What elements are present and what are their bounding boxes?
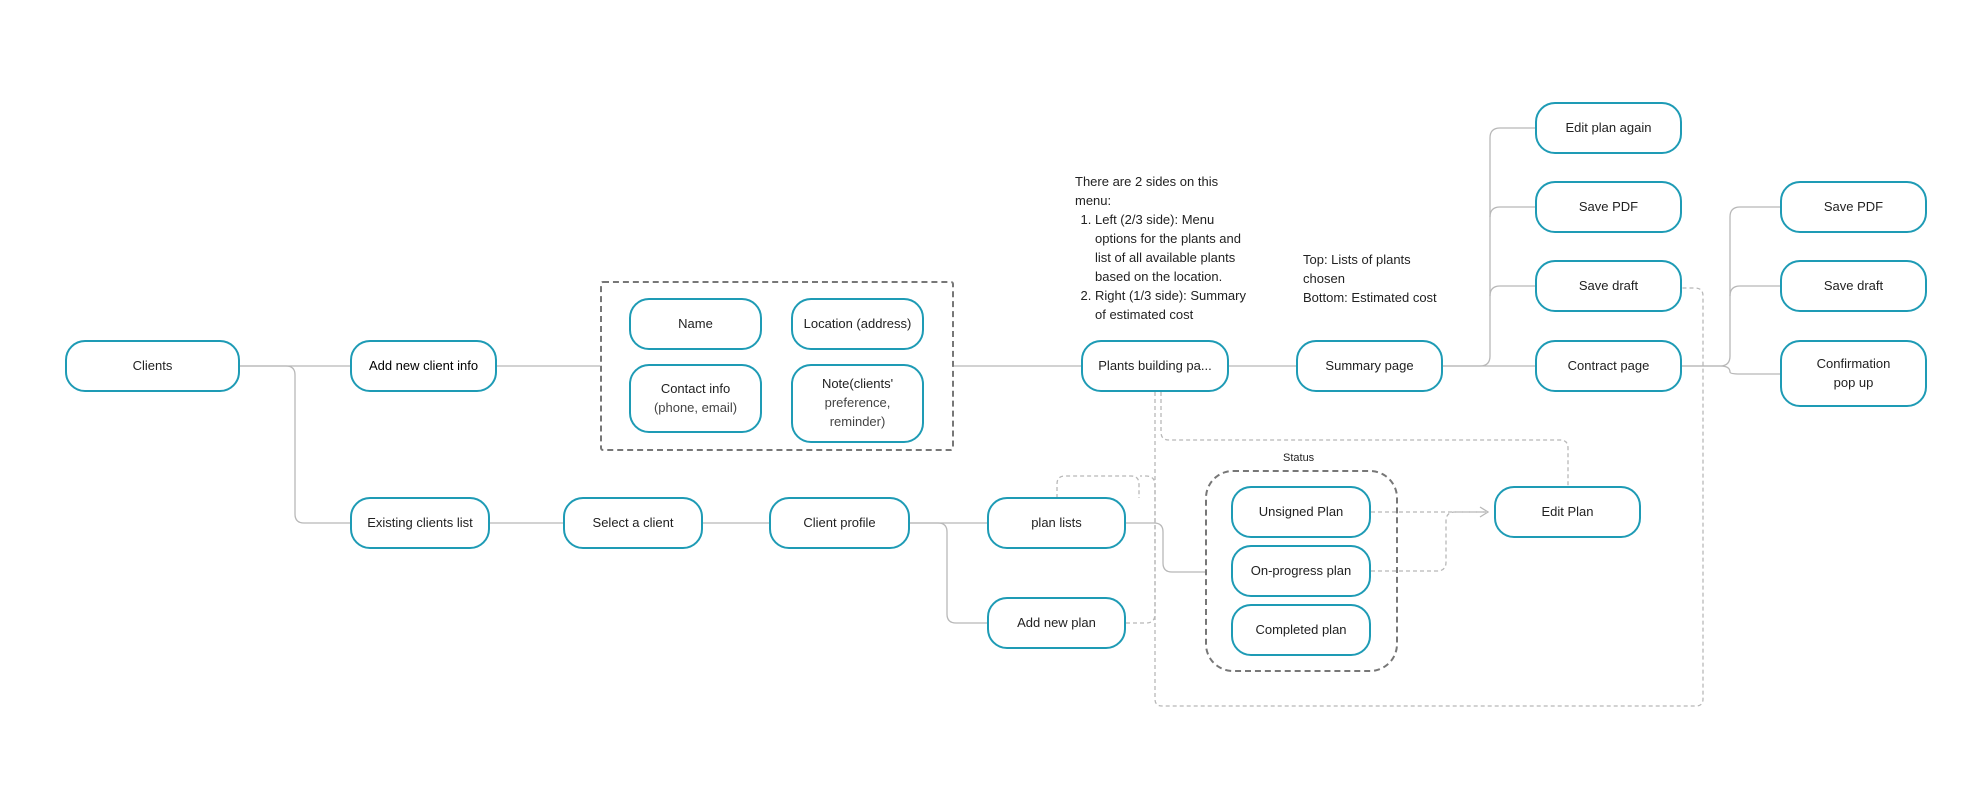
existing-clients-list-label: Existing clients list bbox=[367, 514, 473, 530]
completed-plan-label: Completed plan bbox=[1255, 621, 1347, 637]
completed-plan-node[interactable]: Completed plan bbox=[1231, 604, 1371, 656]
plants-building-page-node[interactable]: Plants building pa... bbox=[1081, 340, 1229, 392]
plants-menu-item: Right (1/3 side): Summary of estimated c… bbox=[1095, 286, 1255, 324]
on-progress-plan-label: On-progress plan bbox=[1250, 562, 1352, 578]
contract-page-node[interactable]: Contract page bbox=[1535, 340, 1682, 392]
add-new-plan-label: Add new plan bbox=[1017, 614, 1096, 630]
connector-summary-save-draft bbox=[1489, 285, 1535, 297]
add-new-client-info-label: Add new client info bbox=[368, 357, 479, 373]
note-detail-2: reminder) bbox=[829, 413, 886, 429]
connector-contract-fan bbox=[1682, 206, 1780, 367]
edit-plan-again-label: Edit plan again bbox=[1565, 119, 1652, 135]
save-pdf-label: Save PDF bbox=[1578, 198, 1639, 214]
note-detail-1: preference, bbox=[824, 395, 891, 411]
connector-summary-save-pdf bbox=[1489, 206, 1535, 218]
plants-menu-item: Left (2/3 side): Menu options for the pl… bbox=[1095, 210, 1255, 286]
confirmation-label-1: Confirmation bbox=[1816, 355, 1891, 371]
connector-addnew-plants bbox=[1126, 475, 1156, 624]
name-node[interactable]: Name bbox=[629, 298, 762, 350]
plants-menu-note: There are 2 sides on this menu: Left (2/… bbox=[1075, 172, 1255, 324]
plan-lists-label: plan lists bbox=[1031, 514, 1082, 530]
plants-building-page-label: Plants building pa... bbox=[1098, 357, 1212, 373]
summary-bottom-note: Bottom: Estimated cost bbox=[1303, 290, 1437, 305]
edit-plan-label: Edit Plan bbox=[1541, 503, 1594, 519]
contract-save-draft-node[interactable]: Save draft bbox=[1780, 260, 1927, 312]
note-node[interactable]: Note(clients' preference, reminder) bbox=[791, 364, 924, 443]
save-draft-node[interactable]: Save draft bbox=[1535, 260, 1682, 312]
on-progress-plan-node[interactable]: On-progress plan bbox=[1231, 545, 1371, 597]
connector-contract-confirm bbox=[1682, 365, 1780, 375]
unsigned-plan-label: Unsigned Plan bbox=[1258, 503, 1344, 519]
unsigned-plan-node[interactable]: Unsigned Plan bbox=[1231, 486, 1371, 538]
save-draft-label: Save draft bbox=[1578, 277, 1639, 293]
save-pdf-node[interactable]: Save PDF bbox=[1535, 181, 1682, 233]
connector-planlists-status bbox=[1126, 522, 1205, 573]
plan-lists-node[interactable]: plan lists bbox=[987, 497, 1126, 549]
contact-info-detail: (phone, email) bbox=[653, 399, 738, 415]
clients-node[interactable]: Clients bbox=[65, 340, 240, 392]
note-label: Note(clients' bbox=[821, 376, 894, 392]
summary-note: Top: Lists of plants chosen Bottom: Esti… bbox=[1303, 250, 1453, 307]
edit-plan-again-node[interactable]: Edit plan again bbox=[1535, 102, 1682, 154]
contract-page-label: Contract page bbox=[1567, 357, 1650, 373]
connector-summary-edit-again bbox=[1443, 127, 1535, 367]
status-group bbox=[1205, 470, 1398, 672]
contact-info-label: Contact info bbox=[660, 380, 731, 396]
contract-save-pdf-label: Save PDF bbox=[1823, 198, 1884, 214]
clients-label: Clients bbox=[132, 357, 173, 373]
connector-clients-existing bbox=[240, 365, 350, 524]
contact-info-node[interactable]: Contact info (phone, email) bbox=[629, 364, 762, 433]
connector-onprogress-editplan bbox=[1371, 511, 1486, 572]
connector-plants-editplan bbox=[1160, 392, 1569, 486]
confirmation-label-2: pop up bbox=[1833, 374, 1874, 390]
client-profile-node[interactable]: Client profile bbox=[769, 497, 910, 549]
name-label: Name bbox=[678, 315, 713, 331]
arrowhead-edit-plan bbox=[1479, 506, 1490, 518]
summary-top-note: Top: Lists of plants chosen bbox=[1303, 252, 1411, 286]
select-a-client-label: Select a client bbox=[592, 514, 674, 530]
client-info-group bbox=[600, 281, 954, 451]
plants-menu-list: Left (2/3 side): Menu options for the pl… bbox=[1075, 210, 1255, 324]
location-node[interactable]: Location (address) bbox=[791, 298, 924, 350]
confirmation-pop-up-node[interactable]: Confirmation pop up bbox=[1780, 340, 1927, 407]
connector-plants-loop bbox=[1154, 287, 1704, 707]
connector-planlists-loop bbox=[1056, 475, 1140, 498]
contract-save-draft-label: Save draft bbox=[1823, 277, 1884, 293]
location-label: Location (address) bbox=[803, 315, 912, 331]
add-new-client-info-node[interactable]: Add new client info bbox=[350, 340, 497, 392]
summary-page-label: Summary page bbox=[1325, 357, 1414, 373]
edit-plan-node[interactable]: Edit Plan bbox=[1494, 486, 1641, 538]
connector-contract-save-draft bbox=[1729, 285, 1780, 297]
select-a-client-node[interactable]: Select a client bbox=[563, 497, 703, 549]
status-label: Status bbox=[1283, 452, 1315, 464]
existing-clients-list-node[interactable]: Existing clients list bbox=[350, 497, 490, 549]
client-profile-label: Client profile bbox=[803, 514, 876, 530]
summary-page-node[interactable]: Summary page bbox=[1296, 340, 1443, 392]
plants-menu-intro-2: menu: bbox=[1075, 193, 1112, 208]
add-new-plan-node[interactable]: Add new plan bbox=[987, 597, 1126, 649]
contract-save-pdf-node[interactable]: Save PDF bbox=[1780, 181, 1927, 233]
plants-menu-intro-1: There are 2 sides on this bbox=[1075, 174, 1219, 189]
connector-profile-addnew bbox=[910, 522, 987, 624]
